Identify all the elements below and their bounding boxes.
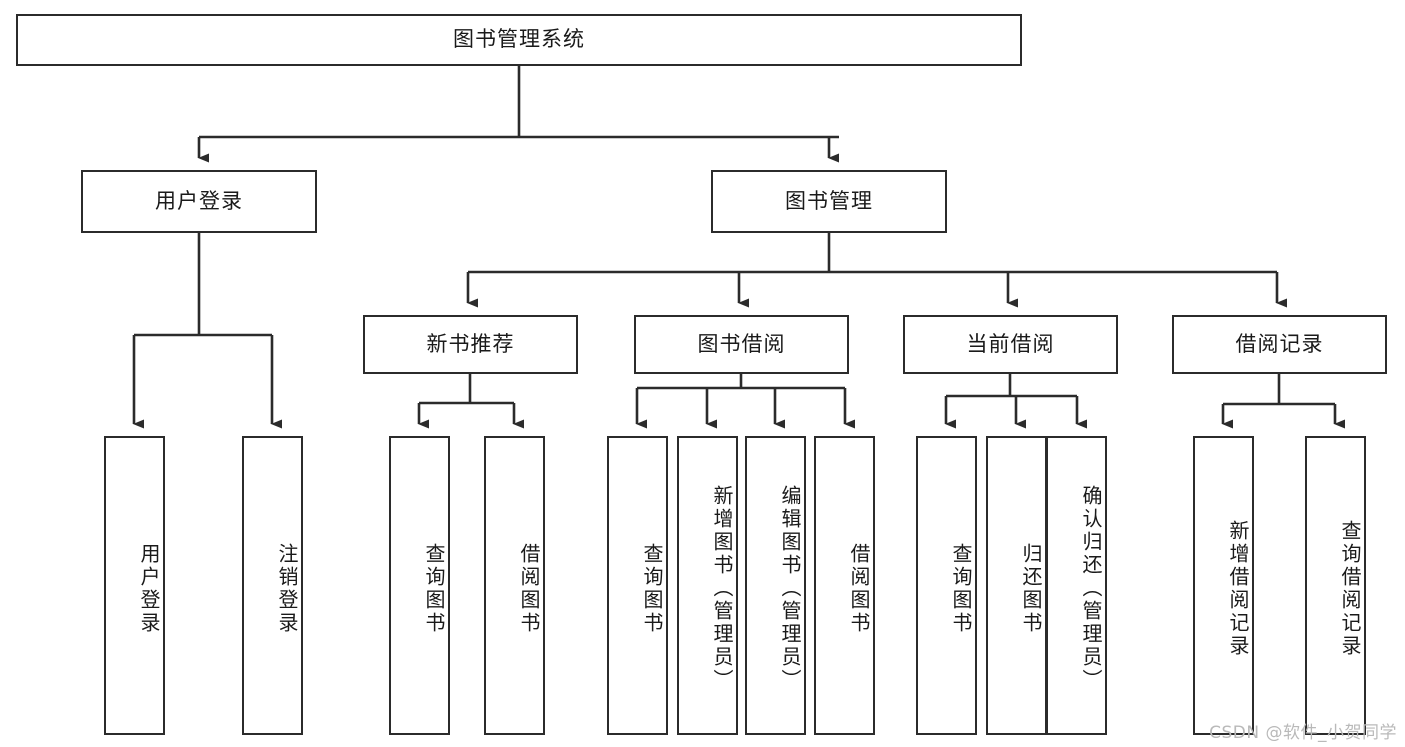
- leaf-query-borrow-record[interactable]: 查询借阅记录: [1305, 436, 1366, 735]
- leaf-logout[interactable]: 注销登录: [242, 436, 303, 735]
- leaf-query-book-borrow[interactable]: 查询图书: [607, 436, 668, 735]
- leaf-query-book-recommend[interactable]: 查询图书: [389, 436, 450, 735]
- leaf-confirm-return-admin[interactable]: 确认归还（管理员）: [1046, 436, 1107, 735]
- node-borrow-record[interactable]: 借阅记录: [1172, 315, 1387, 374]
- leaf-query-book-current[interactable]: 查询图书: [916, 436, 977, 735]
- node-root[interactable]: 图书管理系统: [16, 14, 1022, 66]
- csdn-watermark: CSDN @软件_小贺同学: [1209, 723, 1397, 743]
- leaf-edit-book-admin[interactable]: 编辑图书（管理员）: [745, 436, 806, 735]
- leaf-borrow-book[interactable]: 借阅图书: [814, 436, 875, 735]
- node-book-borrow[interactable]: 图书借阅: [634, 315, 849, 374]
- leaf-return-book[interactable]: 归还图书: [986, 436, 1047, 735]
- node-current-borrow[interactable]: 当前借阅: [903, 315, 1118, 374]
- leaf-add-book-admin[interactable]: 新增图书（管理员）: [677, 436, 738, 735]
- leaf-add-borrow-record[interactable]: 新增借阅记录: [1193, 436, 1254, 735]
- leaf-borrow-book-recommend[interactable]: 借阅图书: [484, 436, 545, 735]
- node-new-book-recommend[interactable]: 新书推荐: [363, 315, 578, 374]
- node-user-login[interactable]: 用户登录: [81, 170, 317, 233]
- node-book-management[interactable]: 图书管理: [711, 170, 947, 233]
- leaf-user-login[interactable]: 用户登录: [104, 436, 165, 735]
